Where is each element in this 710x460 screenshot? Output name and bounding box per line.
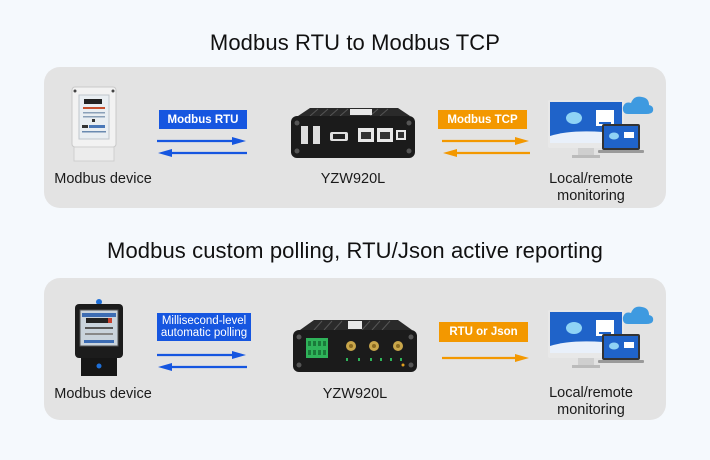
section-1-title: Modbus RTU to Modbus TCP bbox=[209, 30, 501, 55]
section-2-title: Modbus custom polling, RTU/Json active r… bbox=[107, 238, 603, 263]
electric-meter-white-icon bbox=[71, 86, 117, 162]
link-label-line-1: Millisecond-level bbox=[161, 315, 247, 327]
link-label-modbus-rtu: Modbus RTU bbox=[159, 110, 247, 129]
gateway-label: YZW920L bbox=[322, 386, 388, 402]
device-label: Modbus device bbox=[54, 171, 152, 187]
link-label-modbus-tcp: Modbus TCP bbox=[438, 110, 527, 129]
electric-meter-black-icon bbox=[75, 299, 123, 376]
link-label-line-2: automatic polling bbox=[160, 327, 248, 339]
bidirectional-arrow-icon bbox=[157, 351, 247, 371]
monitor-cloud-icon bbox=[548, 306, 654, 368]
link-label-polling: Millisecond-level automatic polling bbox=[157, 313, 251, 341]
monitor-label-line-1: Local/remote bbox=[549, 385, 633, 401]
gateway-label: YZW920L bbox=[320, 171, 386, 187]
gateway-antenna-icon bbox=[293, 320, 417, 372]
forward-arrow-icon bbox=[442, 354, 529, 362]
device-label: Modbus device bbox=[54, 386, 152, 402]
monitor-label-line-1: Local/remote bbox=[549, 171, 633, 187]
monitor-label-line-2: monitoring bbox=[557, 402, 625, 418]
gateway-front-ports-icon bbox=[291, 108, 415, 158]
bidirectional-arrow-icon bbox=[157, 137, 247, 157]
link-label-rtu-or-json: RTU or Json bbox=[439, 322, 528, 342]
monitor-label-line-2: monitoring bbox=[557, 188, 625, 204]
monitor-cloud-icon bbox=[548, 96, 654, 158]
bidirectional-arrow-icon bbox=[442, 137, 530, 157]
